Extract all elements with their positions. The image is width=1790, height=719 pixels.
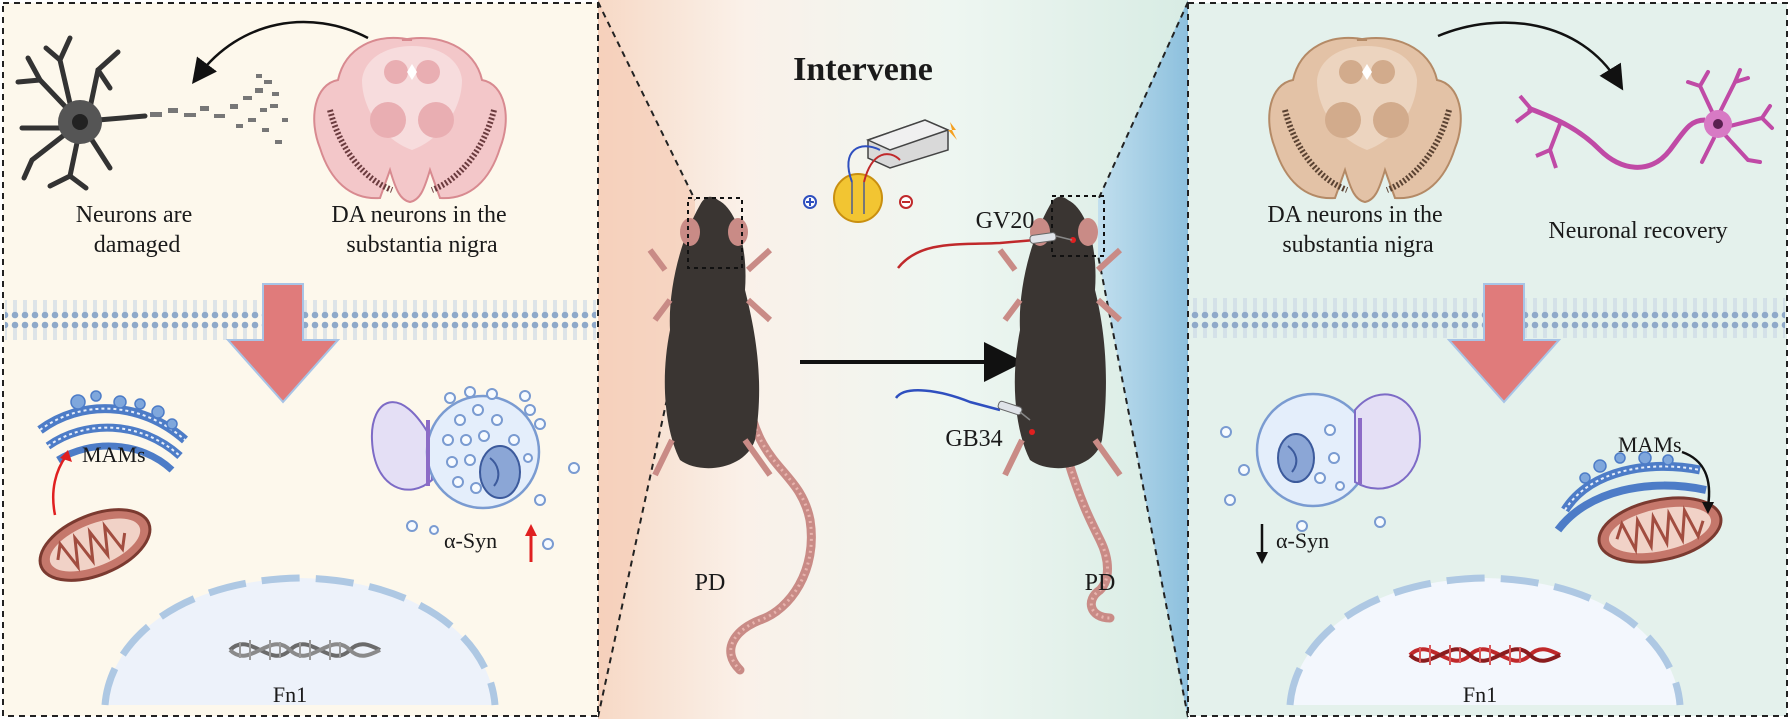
left-panel: Neurons are damaged DA neurons in the su… (2, 2, 599, 717)
mitochondria-icon (1597, 496, 1723, 564)
recovery-arrow (1437, 21, 1624, 91)
left-gene-label: Fn1 (273, 682, 307, 707)
synapse-vesicle-icon (370, 386, 580, 550)
right-mouse-label: PD (1085, 570, 1116, 596)
right-zoom-wedge (1098, 0, 1188, 719)
neurons-damaged-label: Neurons are damaged (76, 202, 199, 258)
left-mouse-label: PD (695, 570, 726, 596)
right-sn-label: DA neurons in the substantia nigra (1267, 202, 1448, 258)
right-down-arrow (1446, 283, 1562, 404)
synapse-vesicle-icon (1220, 392, 1422, 532)
damage-arrow (191, 20, 369, 84)
nucleus (101, 574, 499, 706)
mouse-icon (997, 195, 1123, 623)
dna-icon (228, 640, 381, 660)
er-icon (1554, 451, 1707, 533)
mams-arrow (1681, 450, 1711, 507)
gv20-label: GV20 (976, 208, 1035, 234)
dna-icon (1408, 645, 1561, 665)
left-zoom-wedge (598, 0, 695, 719)
left-down-arrow (225, 283, 341, 404)
right-mams-label: MAMs (1618, 432, 1682, 457)
mitochondria-icon (38, 508, 152, 582)
gb34-label: GB34 (945, 426, 1002, 452)
er-icon (37, 390, 188, 473)
electrode-needle-icon (894, 389, 1031, 421)
neuron-healthy-icon (1514, 68, 1774, 170)
left-asyn-label: α-Syn (444, 528, 497, 553)
left-sn-label: DA neurons in the substantia nigra (331, 202, 512, 258)
neuron-damaged-icon (15, 35, 288, 191)
nucleus (1286, 574, 1684, 706)
left-mams-label: MAMs (82, 442, 146, 467)
mouse-icon (647, 196, 816, 675)
stimulator-device-icon (803, 119, 957, 223)
neuronal-recovery-label: Neuronal recovery (1548, 218, 1727, 244)
brain-section-icon (313, 36, 507, 204)
right-gene-label: Fn1 (1463, 682, 1497, 707)
mito-to-er-arrow (51, 455, 68, 516)
intervene-title: Intervene (793, 51, 933, 88)
right-panel: DA neurons in the substantia nigra Neuro… (1187, 2, 1788, 717)
right-asyn-label: α-Syn (1276, 528, 1329, 553)
brain-section-icon (1268, 36, 1462, 204)
electrode-needle-icon (897, 232, 1073, 269)
